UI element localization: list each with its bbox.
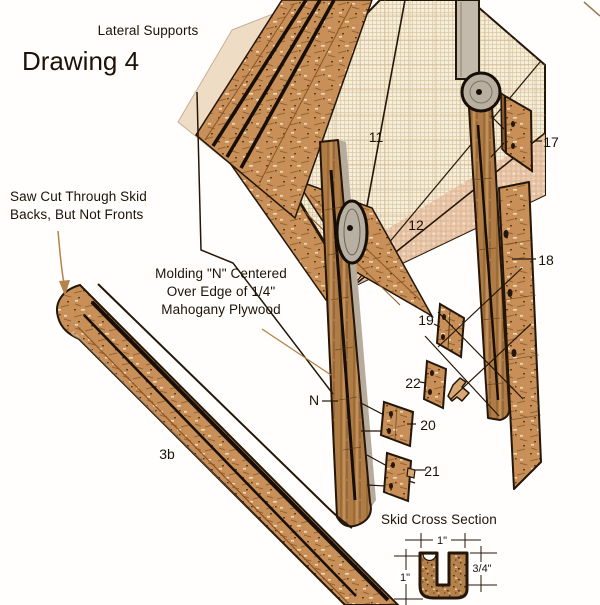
lateral-support-band xyxy=(195,0,373,220)
cross-section-notch xyxy=(422,553,437,562)
leader-lines xyxy=(322,115,542,487)
molding-note-line1: Molding "N" Centered xyxy=(155,266,287,281)
dim-left-height: 1" xyxy=(400,572,410,584)
skid-reference-line xyxy=(97,283,353,529)
label-skid-3b: 3b xyxy=(159,446,175,462)
dim-slot-depth: 3/4" xyxy=(472,563,491,575)
top-bent-leader-line xyxy=(196,91,334,395)
label-part-18: 18 xyxy=(538,252,554,268)
label-part-12: 12 xyxy=(408,217,424,233)
cross-section-title: Skid Cross Section xyxy=(381,512,497,527)
right-pivot-bracket xyxy=(455,0,480,80)
part-22-plate xyxy=(422,359,448,410)
left-pivot-disc xyxy=(335,199,369,265)
part-17-plate xyxy=(500,91,534,173)
lateral-support-gap-lines xyxy=(204,0,353,183)
label-part-22: 22 xyxy=(405,375,421,391)
part-19-plate xyxy=(435,302,466,359)
part-20-plate xyxy=(379,400,415,448)
skid-cross-section-detail: 1" 1" 3/4" xyxy=(394,532,497,605)
saw-cut-note-line1: Saw Cut Through Skid xyxy=(10,189,147,204)
corner-sketch-line xyxy=(583,1,600,17)
label-part-21: 21 xyxy=(424,463,440,479)
saw-cut-arrow xyxy=(57,230,70,296)
molding-note-line3: Mahogany Plywood xyxy=(161,302,280,317)
label-part-17: 17 xyxy=(543,134,559,150)
label-molding-n: N xyxy=(309,392,319,408)
molding-profile-piece xyxy=(447,377,470,402)
label-part-19: 19 xyxy=(418,312,434,328)
dim-top-width: 1" xyxy=(437,535,447,547)
molding-leader-line xyxy=(261,328,332,376)
label-part-20: 20 xyxy=(420,417,436,433)
molding-note-line2: Over Edge of 1/4" xyxy=(167,284,276,299)
right-pivot-disc xyxy=(460,71,502,113)
cross-section-profile xyxy=(418,551,469,600)
drawing-title: Drawing 4 xyxy=(22,46,139,76)
post-saw-cut-line xyxy=(329,169,357,501)
label-part-11: 11 xyxy=(369,129,384,145)
saw-cut-note-line2: Backs, But Not Fronts xyxy=(10,207,144,222)
lateral-supports-label: Lateral Supports xyxy=(98,23,199,38)
part-21-plate xyxy=(382,451,416,503)
